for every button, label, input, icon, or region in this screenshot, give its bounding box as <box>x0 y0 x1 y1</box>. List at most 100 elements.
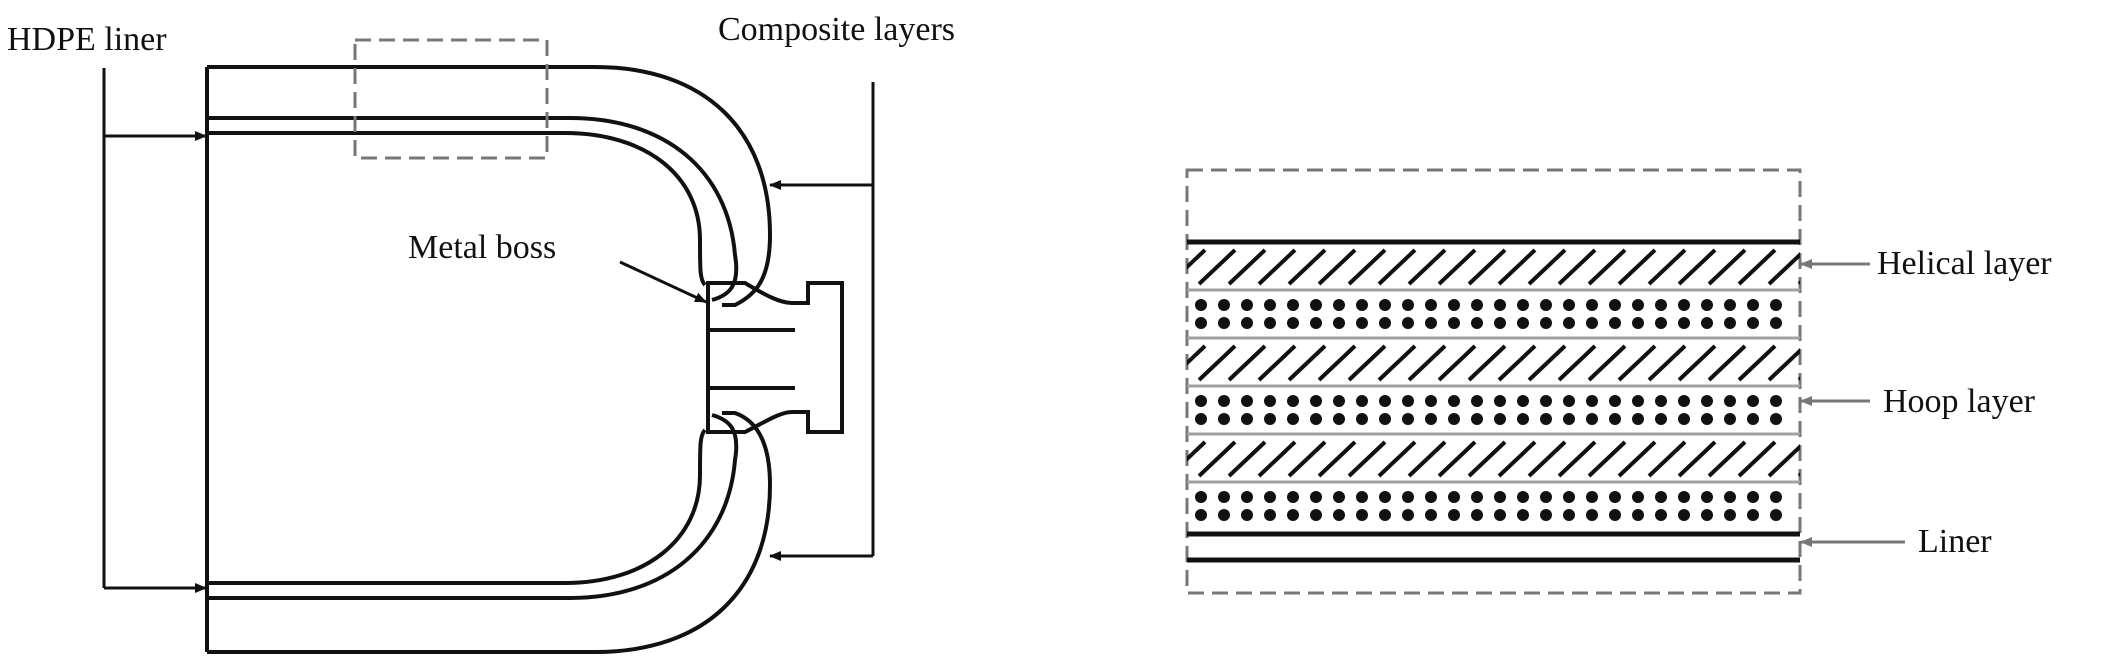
hoop-fiber-dot <box>1770 299 1782 311</box>
hoop-fiber-dot <box>1264 395 1276 407</box>
hoop-fiber-dot <box>1195 491 1207 503</box>
hoop-fiber-dot <box>1195 299 1207 311</box>
helical-hatch-line <box>1257 440 1297 478</box>
hoop-fiber-dot <box>1770 395 1782 407</box>
hoop-fiber-dot <box>1701 299 1713 311</box>
helical-hatch-line <box>1467 248 1507 286</box>
hoop-fiber-dot <box>1655 413 1667 425</box>
helical-hatch-line <box>1707 344 1747 382</box>
helical-hatch-line <box>1407 344 1447 382</box>
hdpe-liner-leader <box>102 68 207 593</box>
hoop-fiber-dot <box>1287 299 1299 311</box>
helical-hatch-line <box>1557 248 1597 286</box>
hoop-fiber-dot <box>1356 317 1368 329</box>
hoop-fiber-dot <box>1310 413 1322 425</box>
hoop-fiber-dot <box>1494 491 1506 503</box>
hoop-fiber-dot <box>1195 317 1207 329</box>
hoop-fiber-dot <box>1218 509 1230 521</box>
hoop-fiber-dot <box>1218 299 1230 311</box>
hoop-fiber-dot <box>1264 491 1276 503</box>
composite-layers-leader <box>769 82 875 561</box>
helical-hatch-line <box>1797 280 1800 286</box>
helical-layer-label: Helical layer <box>1877 245 2052 282</box>
hoop-fiber-dot <box>1379 395 1391 407</box>
hoop-fiber-dot <box>1609 299 1621 311</box>
hoop-fiber-dot <box>1517 317 1529 329</box>
hdpe-liner-label: HDPE liner <box>7 21 167 58</box>
hoop-fiber-dot <box>1356 509 1368 521</box>
hoop-fiber-dot <box>1724 509 1736 521</box>
hoop-fiber-dot <box>1563 395 1575 407</box>
hoop-fiber-dot <box>1540 413 1552 425</box>
hoop-fiber-dot <box>1218 491 1230 503</box>
laminate-layer-stack <box>1187 239 1800 563</box>
liner-label: Liner <box>1918 523 1992 560</box>
helical-hatch-line <box>1437 440 1477 478</box>
helical-hatch-line <box>1737 440 1777 478</box>
hoop-fiber-dot <box>1471 491 1483 503</box>
helical-hatch-line <box>1197 248 1237 286</box>
hoop-fiber-dot <box>1379 491 1391 503</box>
hoop-fiber-dot <box>1241 317 1253 329</box>
helical-hatch-line <box>1377 440 1417 478</box>
helical-hatch-line <box>1707 248 1747 286</box>
hoop-fiber-dot <box>1586 299 1598 311</box>
hoop-fiber-dot <box>1402 317 1414 329</box>
hoop-fiber-dot <box>1264 413 1276 425</box>
hoop-fiber-dot <box>1586 413 1598 425</box>
helical-hatch-line <box>1527 440 1567 478</box>
hoop-fiber-dot <box>1448 509 1460 521</box>
hoop-fiber-dot <box>1563 509 1575 521</box>
hoop-fiber-dot <box>1563 491 1575 503</box>
hoop-fiber-dot <box>1747 509 1759 521</box>
helical-hatch-line <box>1707 440 1747 478</box>
hoop-fiber-dot <box>1356 491 1368 503</box>
hoop-fiber-dot <box>1586 509 1598 521</box>
hoop-fiber-dot <box>1425 299 1437 311</box>
hoop-fiber-dot <box>1747 299 1759 311</box>
hoop-fiber-dot <box>1770 317 1782 329</box>
helical-hatch-line <box>1647 440 1687 478</box>
hoop-fiber-dot <box>1494 413 1506 425</box>
hoop-fiber-dot <box>1517 509 1529 521</box>
metal-boss-label: Metal boss <box>408 229 556 266</box>
hoop-fiber-dot <box>1241 413 1253 425</box>
hoop-fiber-dot <box>1264 299 1276 311</box>
liner-inner-surface-bottom <box>207 428 707 585</box>
helical-hatch-line <box>1347 344 1387 382</box>
hoop-fiber-dot <box>1678 413 1690 425</box>
hoop-fiber-dot <box>1540 317 1552 329</box>
helical-hatch-line <box>1227 344 1267 382</box>
hoop-fiber-dot <box>1448 317 1460 329</box>
hoop-fiber-dot <box>1195 413 1207 425</box>
helical-hatch-line <box>1227 440 1267 478</box>
hoop-fiber-dot <box>1471 317 1483 329</box>
helical-hatch-line <box>1407 248 1447 286</box>
hoop-fiber-dot <box>1402 395 1414 407</box>
hoop-fiber-dot <box>1356 299 1368 311</box>
hoop-fiber-dot <box>1655 509 1667 521</box>
helical-hatch-line <box>1197 440 1237 478</box>
hoop-fiber-dot <box>1287 509 1299 521</box>
hoop-fiber-dot <box>1356 413 1368 425</box>
hoop-fiber-dot <box>1310 299 1322 311</box>
helical-hatch-line <box>1527 248 1567 286</box>
helical-hatch-line <box>1187 248 1207 270</box>
helical-hatch-line <box>1587 248 1627 286</box>
hoop-fiber-dot <box>1609 413 1621 425</box>
hoop-fiber-dot <box>1517 413 1529 425</box>
hoop-fiber-dot <box>1632 317 1644 329</box>
hoop-fiber-dot <box>1425 413 1437 425</box>
hoop-fiber-dot <box>1471 299 1483 311</box>
hoop-fiber-dot <box>1241 395 1253 407</box>
hoop-fiber-dot <box>1287 413 1299 425</box>
hoop-fiber-dot <box>1678 395 1690 407</box>
hoop-fiber-dot <box>1218 413 1230 425</box>
hoop-fiber-dot <box>1632 509 1644 521</box>
hoop-fiber-dot <box>1333 299 1345 311</box>
helical-hatch-line <box>1797 472 1800 478</box>
helical-hatch-line <box>1287 440 1327 478</box>
helical-hatch-line <box>1437 248 1477 286</box>
hoop-fiber-dot <box>1724 491 1736 503</box>
